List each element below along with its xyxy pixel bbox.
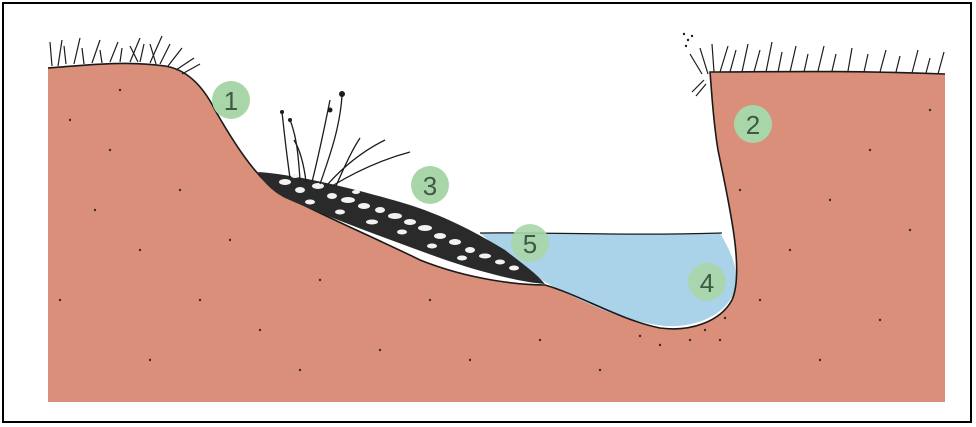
badge-1: 1 [212, 81, 250, 119]
reed-plants [282, 96, 410, 186]
badge-2: 2 [734, 105, 772, 143]
badge-2-label: 2 [746, 110, 760, 140]
badge-3-label: 3 [423, 171, 437, 201]
badge-1-label: 1 [224, 86, 238, 116]
right-bank-seed-dots [683, 33, 693, 47]
badge-5-label: 5 [523, 229, 537, 259]
badge-5: 5 [511, 224, 549, 262]
badge-4: 4 [688, 263, 726, 301]
badge-3: 3 [411, 166, 449, 204]
badge-4-label: 4 [700, 268, 714, 298]
reed-seed-heads [280, 91, 345, 122]
